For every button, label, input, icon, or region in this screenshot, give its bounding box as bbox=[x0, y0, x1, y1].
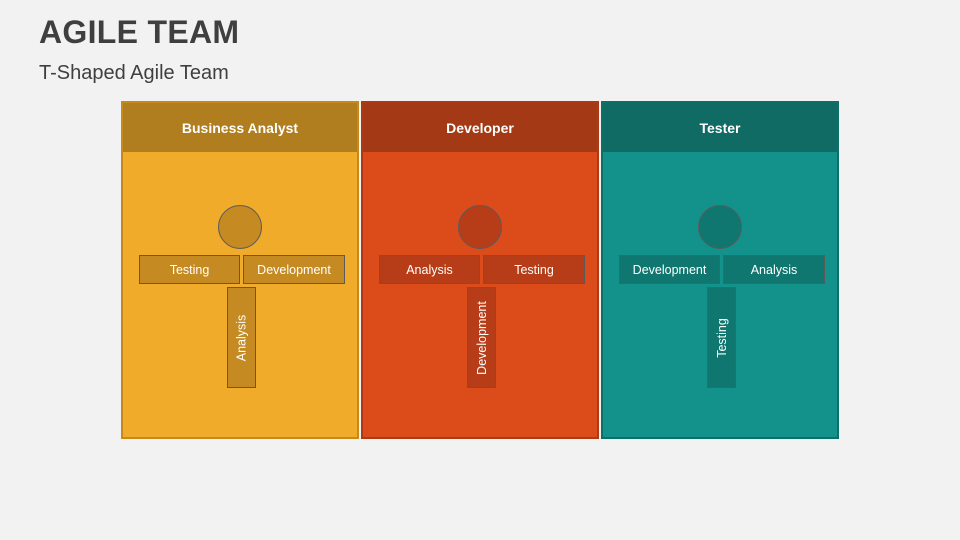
panel-header: Business Analyst bbox=[123, 103, 357, 152]
skill-label: Analysis bbox=[750, 262, 798, 277]
panel-business-analyst: Business Analyst Testing Development Ana… bbox=[121, 101, 359, 439]
person-head-circle bbox=[698, 205, 742, 249]
skill-box-vertical: Development bbox=[467, 287, 496, 388]
skill-label: Development bbox=[474, 300, 489, 375]
person-head-circle bbox=[218, 205, 262, 249]
skill-box-right: Development bbox=[243, 255, 345, 284]
skill-label: Testing bbox=[714, 317, 729, 358]
skill-label: Development bbox=[632, 262, 707, 277]
skill-label: Analysis bbox=[406, 262, 453, 277]
slide-subtitle: T-Shaped Agile Team bbox=[39, 62, 229, 84]
panel-header: Tester bbox=[603, 103, 837, 152]
skill-box-vertical: Testing bbox=[707, 287, 736, 388]
skill-label: Development bbox=[257, 262, 331, 277]
slide-title: AGILE TEAM bbox=[39, 14, 240, 50]
skill-label: Testing bbox=[169, 262, 210, 277]
panel-tester: Tester Development Analysis Testing bbox=[601, 101, 839, 439]
skill-box-vertical: Analysis bbox=[227, 287, 256, 388]
panel-developer: Developer Analysis Testing Development bbox=[361, 101, 599, 439]
panel-header: Developer bbox=[363, 103, 597, 152]
skill-box-right: Analysis bbox=[723, 255, 825, 284]
skill-box-left: Testing bbox=[139, 255, 240, 284]
skill-box-left: Analysis bbox=[379, 255, 480, 284]
person-head-circle bbox=[458, 205, 502, 249]
skill-label: Testing bbox=[514, 262, 554, 277]
skill-box-right: Testing bbox=[483, 255, 585, 284]
skill-box-left: Development bbox=[619, 255, 720, 284]
skill-label: Analysis bbox=[234, 314, 249, 361]
